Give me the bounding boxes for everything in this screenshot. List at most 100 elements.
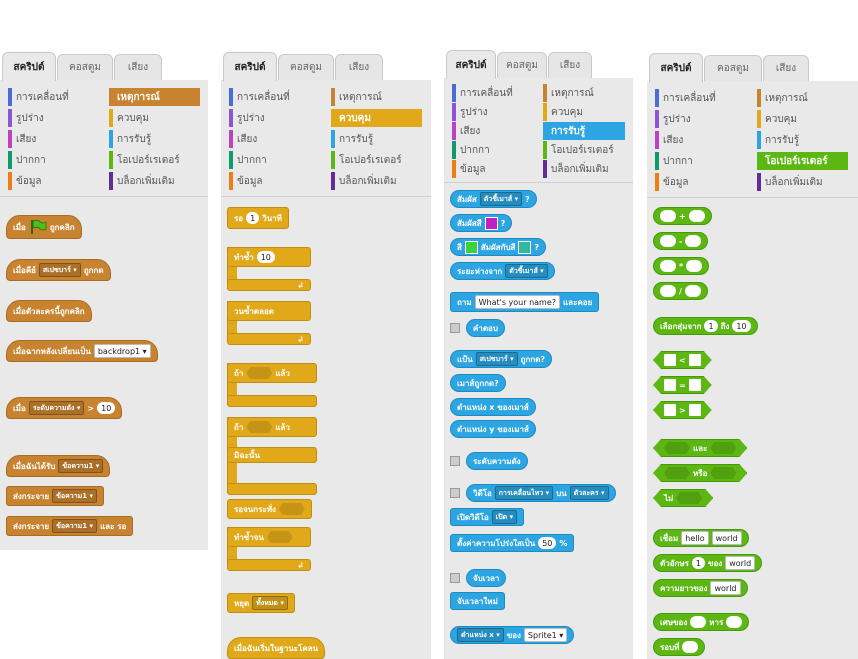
timer-block[interactable]: จับเวลา	[466, 569, 507, 587]
category-data[interactable]: ข้อมูล	[229, 172, 321, 190]
condition-slot[interactable]	[266, 531, 293, 543]
category-sound[interactable]: เสียง	[452, 122, 540, 140]
when-start-as-clone-block[interactable]: เมื่อฉันเริ่มในฐานะโคลน	[227, 637, 326, 659]
video-transparency-block[interactable]: ตั้งค่าความโปร่งใสเป็น 50 %	[450, 534, 575, 552]
wait-seconds-input[interactable]: 1	[246, 212, 260, 224]
touching-block[interactable]: สัมผัส ตัวชี้เมาส์ ▾ ?	[450, 190, 537, 208]
mouse-down-block[interactable]: เมาส์ถูกกด?	[450, 374, 506, 392]
answer-checkbox[interactable]	[450, 323, 460, 333]
when-key-pressed-block[interactable]: เมื่อคีย์ สเปซบาร์ ▾ ถูกกด	[6, 259, 111, 281]
mouse-y-block[interactable]: ตำแหน่ง y ของเมาส์	[450, 420, 536, 438]
reset-timer-block[interactable]: จับเวลาใหม่	[450, 592, 505, 610]
pick-random-block[interactable]: เลือกสุ่มจาก 1 ถึง 10	[653, 317, 758, 335]
category-more-blocks[interactable]: บล็อกเพิ่มเติม	[331, 172, 423, 190]
category-control[interactable]: ควบคุม	[757, 110, 849, 128]
color-swatch[interactable]	[484, 216, 498, 230]
turn-video-block[interactable]: เปิดวิดีโอ เปิด ▾	[450, 508, 525, 526]
condition-slot[interactable]	[278, 503, 305, 515]
category-events[interactable]: เหตุการณ์	[757, 89, 849, 107]
loudness-checkbox[interactable]	[450, 456, 460, 466]
repeat-count-input[interactable]: 10	[256, 251, 275, 263]
value-slot[interactable]	[664, 379, 676, 391]
category-looks[interactable]: รูปร่าง	[8, 109, 100, 127]
value-slot[interactable]	[664, 354, 676, 366]
greater-than-block[interactable]: >	[653, 401, 712, 419]
category-data[interactable]: ข้อมูล	[8, 172, 100, 190]
category-motion[interactable]: การเคลื่อนที่	[229, 88, 321, 106]
join-block[interactable]: เชื่อม hello world	[653, 529, 749, 547]
loudness-block[interactable]: ระดับความดัง	[466, 452, 528, 470]
category-motion[interactable]: การเคลื่อนที่	[8, 88, 100, 106]
distance-dropdown[interactable]: ตัวชี้เมาส์ ▾	[505, 264, 548, 278]
when-i-receive-block[interactable]: เมื่อฉันได้รับ ข้อความ1 ▾	[6, 455, 111, 477]
category-operators[interactable]: โอเปอร์เรเตอร์	[543, 141, 625, 159]
distance-to-block[interactable]: ระยะห่างจาก ตัวชี้เมาส์ ▾	[450, 262, 555, 280]
category-sensing[interactable]: การรับรู้	[109, 130, 201, 148]
tab-scripts[interactable]: สคริปต์	[2, 52, 56, 81]
category-control[interactable]: ควบคุม	[331, 109, 422, 127]
not-block[interactable]: ไม่	[653, 489, 713, 507]
number-slot[interactable]	[686, 260, 703, 272]
video-attr-dropdown[interactable]: การเคลื่อนไหว ▾	[494, 486, 554, 500]
divide-block[interactable]: /	[653, 282, 708, 300]
tab-sounds[interactable]: เสียง	[335, 54, 383, 80]
category-events[interactable]: เหตุการณ์	[109, 88, 200, 106]
value-slot[interactable]	[689, 379, 701, 391]
or-block[interactable]: หรือ	[653, 464, 747, 482]
color-swatch[interactable]	[464, 240, 478, 254]
color-touching-color-block[interactable]: สี สัมผัสกับสี ?	[450, 238, 547, 256]
key-dropdown[interactable]: สเปซบาร์ ▾	[38, 263, 81, 277]
transparency-input[interactable]: 50	[538, 537, 557, 549]
repeat-until-block[interactable]: ทำซ้ำจน	[227, 527, 311, 547]
tab-costumes[interactable]: คอสตูม	[704, 55, 762, 81]
subtract-block[interactable]: -	[653, 232, 709, 250]
category-pen[interactable]: ปากกา	[655, 152, 747, 170]
broadcast-wait-message-dropdown[interactable]: ข้อความ1 ▾	[52, 519, 98, 533]
number-slot[interactable]	[688, 210, 705, 222]
stop-block[interactable]: หยุด ทั้งหมด ▾	[227, 593, 295, 613]
category-sound[interactable]: เสียง	[229, 130, 321, 148]
round-block[interactable]: รอบที่	[653, 638, 706, 656]
attribute-of-block[interactable]: ตำแหน่ง x ▾ ของ Sprite1 ▾	[450, 626, 575, 644]
less-than-block[interactable]: <	[653, 351, 712, 369]
category-sensing[interactable]: การรับรู้	[331, 130, 423, 148]
condition-slot[interactable]	[246, 367, 273, 379]
repeat-block[interactable]: ทำซ้ำ 10	[227, 247, 311, 267]
number-slot[interactable]	[690, 616, 707, 628]
category-more-blocks[interactable]: บล็อกเพิ่มเติม	[109, 172, 201, 190]
broadcast-block[interactable]: ส่งกระจาย ข้อความ1 ▾	[6, 486, 105, 506]
tab-costumes[interactable]: คอสตูม	[57, 54, 113, 80]
number-slot[interactable]	[660, 210, 676, 222]
broadcast-and-wait-block[interactable]: ส่งกระจาย ข้อความ1 ▾ และ รอ	[6, 516, 134, 536]
number-slot[interactable]	[726, 616, 743, 628]
message-dropdown[interactable]: ข้อความ1 ▾	[58, 459, 104, 473]
when-backdrop-switches-block[interactable]: เมื่อฉากหลังเปลี่ยนเป็น backdrop1 ▾	[6, 340, 158, 362]
letter-index-input[interactable]: 1	[691, 557, 705, 569]
category-data[interactable]: ข้อมูล	[655, 173, 747, 191]
condition-slot[interactable]	[710, 442, 736, 454]
ask-and-wait-block[interactable]: ถาม What's your name? และคอย	[450, 292, 600, 312]
condition-slot[interactable]	[246, 421, 273, 433]
number-slot[interactable]	[660, 260, 676, 272]
length-word-input[interactable]: world	[710, 581, 741, 595]
when-sprite-clicked-block[interactable]: เมื่อตัวละครนี้ถูกคลิก	[6, 300, 92, 322]
tab-sounds[interactable]: เสียง	[763, 55, 809, 81]
join-first-input[interactable]: hello	[681, 531, 709, 545]
letter-of-block[interactable]: ตัวอักษร 1 ของ world	[653, 554, 763, 572]
tab-scripts[interactable]: สคริปต์	[649, 53, 703, 82]
video-on-block[interactable]: วิดีโอ การเคลื่อนไหว ▾ บน ตัวละคร ▾	[466, 484, 616, 502]
tab-scripts[interactable]: สคริปต์	[446, 50, 496, 79]
category-looks[interactable]: รูปร่าง	[229, 109, 321, 127]
category-operators[interactable]: โอเปอร์เรเตอร์	[331, 151, 423, 169]
number-slot[interactable]	[660, 235, 676, 247]
category-pen[interactable]: ปากกา	[229, 151, 321, 169]
category-data[interactable]: ข้อมูล	[452, 160, 540, 178]
category-control[interactable]: ควบคุม	[543, 103, 625, 121]
category-more-blocks[interactable]: บล็อกเพิ่มเติม	[543, 160, 625, 178]
tab-costumes[interactable]: คอสตูม	[278, 54, 334, 80]
category-pen[interactable]: ปากกา	[8, 151, 100, 169]
attribute-dropdown[interactable]: ตำแหน่ง x ▾	[457, 628, 504, 642]
condition-slot[interactable]	[676, 492, 702, 504]
add-block[interactable]: +	[653, 207, 712, 225]
condition-slot[interactable]	[664, 467, 690, 479]
